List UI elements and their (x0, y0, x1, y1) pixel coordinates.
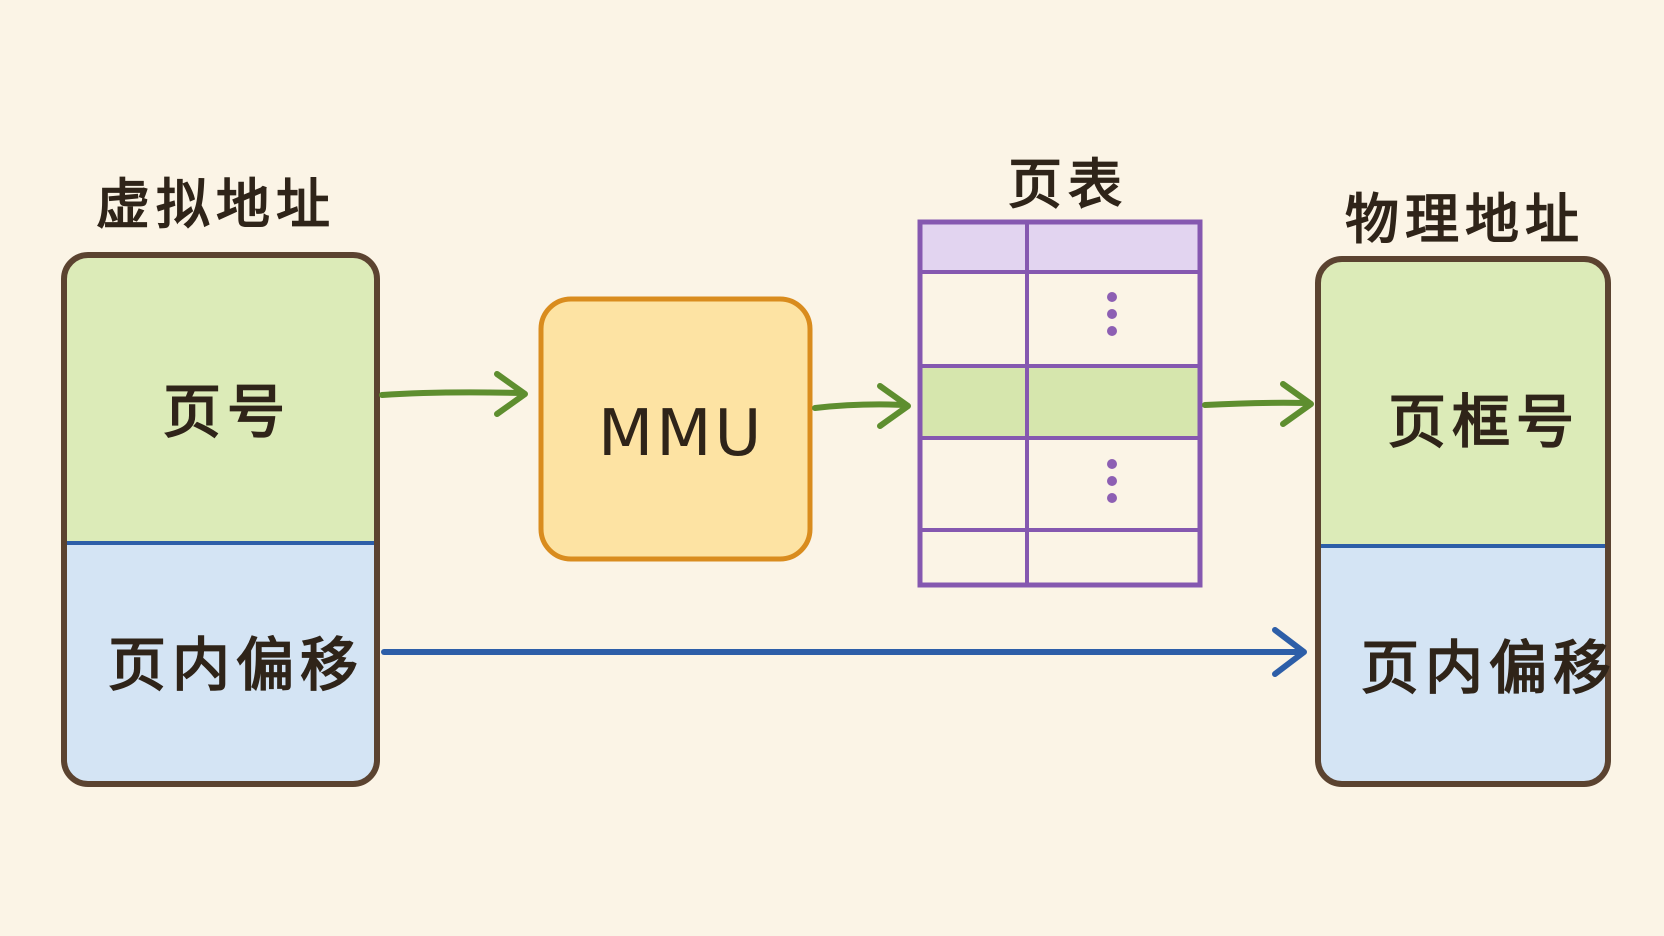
mmu-label: MMU (598, 397, 765, 471)
physical-address-title: 物理地址 (1345, 188, 1585, 251)
page-number-region (64, 255, 377, 543)
virtual-page-offset-label: 页内偏移 (108, 631, 365, 699)
ellipsis-dot (1107, 292, 1117, 302)
arrow-mmu-to-page-table (812, 383, 911, 429)
page-table-ellipsis-top (1107, 292, 1117, 343)
page-table-title: 页表 (1008, 153, 1128, 216)
physical-address-box (1315, 256, 1611, 787)
page-number-label: 页号 (163, 378, 292, 446)
page-offset-region (64, 543, 377, 784)
ellipsis-dot (1107, 476, 1117, 486)
page-table-highlight-row (920, 366, 1200, 438)
mmu-box (538, 296, 813, 562)
ellipsis-dot (1107, 493, 1117, 503)
physical-offset-region (1318, 546, 1608, 784)
virtual-address-outline (61, 252, 380, 787)
page-frame-number-label: 页框号 (1388, 388, 1581, 456)
virtual-address-box (61, 252, 380, 787)
ellipsis-dot (1107, 309, 1117, 319)
physical-address-outline (1315, 256, 1611, 787)
arrow-page-table-to-frame (1202, 381, 1314, 427)
page-table-ellipsis-bottom (1107, 459, 1117, 510)
physical-page-offset-label: 页内偏移 (1361, 634, 1618, 702)
page-frame-region (1318, 259, 1608, 546)
page-table-header-row (920, 222, 1200, 272)
arrow-page-number-to-mmu (379, 371, 528, 417)
arrow-offset-to-offset (381, 627, 1307, 677)
page-table (917, 219, 1203, 588)
virtual-address-title: 虚拟地址 (96, 173, 336, 236)
ellipsis-dot (1107, 459, 1117, 469)
page-table-outline (917, 219, 1203, 588)
ellipsis-dot (1107, 326, 1117, 336)
